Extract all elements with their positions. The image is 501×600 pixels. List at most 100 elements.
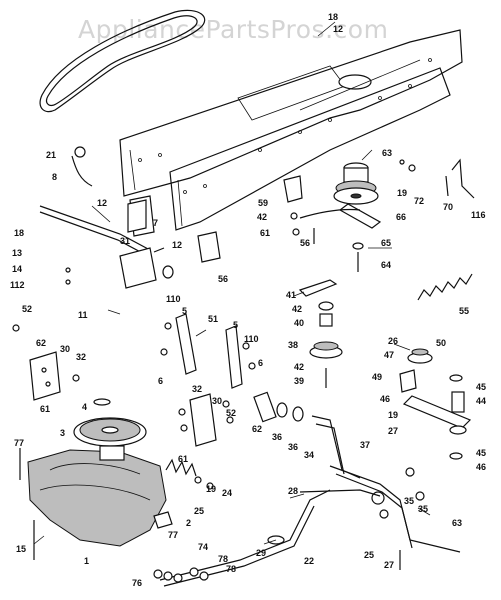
label-12-mid: 12 (172, 240, 182, 250)
label-30-center: 30 (212, 396, 222, 406)
label-27-low: 27 (384, 560, 394, 570)
label-52-left: 52 (22, 304, 32, 314)
idler-arm-41 (298, 279, 343, 388)
label-27-right: 27 (388, 426, 398, 436)
label-36-b: 36 (288, 442, 298, 452)
label-12-left: 12 (97, 198, 107, 208)
brake-arm-assembly (160, 313, 256, 389)
label-56-bolt: 56 (300, 238, 310, 248)
label-78-b: 78 (226, 564, 236, 574)
label-5-left: 5 (182, 306, 187, 316)
label-26: 26 (388, 336, 398, 346)
label-78-a: 78 (218, 554, 228, 564)
label-47: 47 (384, 350, 394, 360)
label-45-top: 45 (476, 382, 486, 392)
label-65: 65 (381, 238, 391, 248)
label-45-low: 45 (476, 448, 486, 458)
label-13: 13 (12, 248, 22, 258)
label-61-center: 61 (178, 454, 188, 464)
label-18-top: 18 (328, 12, 338, 22)
mounting-plate-left (12, 324, 80, 401)
label-38: 38 (288, 340, 298, 350)
label-35-b: 35 (418, 504, 428, 514)
label-11: 11 (78, 310, 88, 320)
label-55: 55 (459, 306, 469, 316)
bracket-56 (197, 231, 221, 263)
label-64: 64 (381, 260, 391, 270)
label-46-low: 46 (476, 462, 486, 472)
label-56-center: 56 (218, 274, 228, 284)
label-2: 2 (186, 518, 191, 528)
label-25-center: 25 (194, 506, 204, 516)
label-21: 21 (46, 150, 56, 160)
part-labels: 18 12 21 8 12 18 7 31 13 14 112 56 63 19… (10, 12, 486, 588)
label-63-low: 63 (452, 518, 462, 528)
label-44: 44 (476, 396, 486, 406)
label-3: 3 (60, 428, 65, 438)
drive-belt (39, 9, 206, 113)
label-4: 4 (82, 402, 87, 412)
label-6-left: 6 (158, 376, 163, 386)
label-116: 116 (471, 210, 486, 220)
label-24: 24 (222, 488, 232, 498)
bracket-70 (399, 158, 475, 199)
rod-assembly (253, 391, 461, 553)
label-6-right: 6 (258, 358, 263, 368)
label-31: 31 (120, 236, 130, 246)
label-28: 28 (288, 486, 298, 496)
label-46-top: 46 (380, 394, 390, 404)
label-32-center: 32 (192, 384, 202, 394)
label-49: 49 (372, 372, 382, 382)
label-63-top: 63 (382, 148, 392, 158)
label-35-a: 35 (404, 496, 414, 506)
label-7: 7 (153, 218, 158, 228)
bracket-59 (283, 175, 315, 244)
label-110-right: 110 (244, 334, 259, 344)
label-112: 112 (10, 280, 25, 290)
bracket-assembly-right (399, 348, 472, 460)
label-5-right: 5 (233, 320, 238, 330)
label-19-center: 19 (206, 484, 216, 494)
label-77-left: 77 (14, 438, 24, 448)
fasteners-bottom (153, 467, 425, 583)
label-61-top: 61 (260, 228, 270, 238)
label-32-left: 32 (76, 352, 86, 362)
transaxle (19, 445, 167, 560)
label-74: 74 (198, 542, 208, 552)
label-51: 51 (208, 314, 218, 324)
label-61-left: 61 (40, 404, 50, 414)
label-12-top: 12 (333, 24, 343, 34)
label-50: 50 (436, 338, 446, 348)
label-1: 1 (84, 556, 89, 566)
label-42-top: 42 (257, 212, 267, 222)
label-62-left: 62 (36, 338, 46, 348)
label-15: 15 (16, 544, 26, 554)
label-36-a: 36 (272, 432, 282, 442)
label-25-right: 25 (364, 550, 374, 560)
spring-25 (153, 458, 214, 529)
spring-55 (417, 273, 473, 301)
label-77-center: 77 (168, 530, 178, 540)
mounting-plate-center (178, 393, 234, 447)
label-42-low: 42 (294, 362, 304, 372)
label-22: 22 (304, 556, 314, 566)
label-34: 34 (304, 450, 314, 460)
label-76: 76 (132, 578, 142, 588)
label-39: 39 (294, 376, 304, 386)
label-8: 8 (52, 172, 57, 182)
label-29: 29 (256, 548, 266, 558)
leader-lines (33, 21, 431, 545)
label-42-mid: 42 (292, 304, 302, 314)
label-37: 37 (360, 440, 370, 450)
label-62-center: 62 (252, 424, 262, 434)
label-18-left: 18 (14, 228, 24, 238)
label-19-rmid: 19 (388, 410, 398, 420)
label-52-center: 52 (226, 408, 236, 418)
label-14: 14 (12, 264, 22, 274)
label-59: 59 (258, 198, 268, 208)
label-70: 70 (443, 202, 453, 212)
frame-assembly (119, 29, 463, 231)
idler-pulley-assembly (299, 162, 382, 272)
label-30-left: 30 (60, 344, 70, 354)
